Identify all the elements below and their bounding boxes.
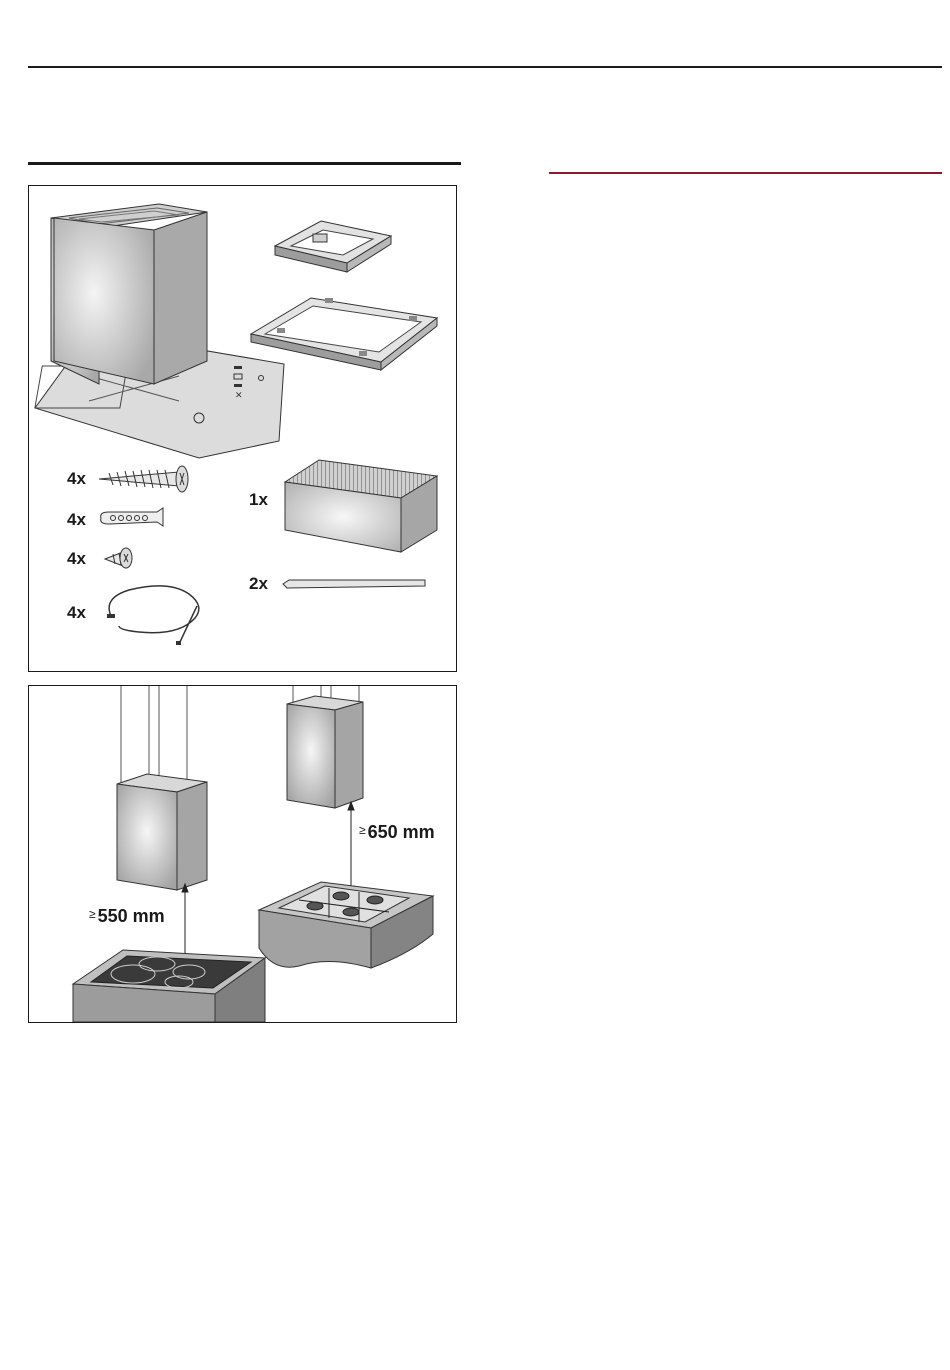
small-mounting-frame <box>275 221 391 272</box>
strips-quantity: 2x <box>249 575 268 592</box>
hood-above-electric-hob <box>117 686 207 890</box>
min-symbol: ≥ <box>89 907 96 921</box>
clearance-illustration <box>29 686 456 1022</box>
grease-filter-quantity: 1x <box>249 491 268 508</box>
small-screw-illustration <box>105 548 132 568</box>
parts-illustration: ✕ <box>29 186 456 671</box>
strip-illustration <box>283 580 425 588</box>
grease-filter-illustration <box>285 460 437 552</box>
cables-quantity: 4x <box>67 604 86 621</box>
hood-above-gas-hob <box>287 686 363 808</box>
section-rule-right <box>549 172 942 174</box>
section-rule-left <box>28 162 461 165</box>
small-screws-quantity: 4x <box>67 550 86 567</box>
clearance-value: 550 mm <box>98 906 165 926</box>
cable-illustration <box>107 586 199 645</box>
parts-figure: ✕ <box>28 185 457 672</box>
svg-text:✕: ✕ <box>235 390 243 400</box>
gas-hob-clearance-label: ≥650 mm <box>359 823 435 841</box>
clearance-value: 650 mm <box>368 822 435 842</box>
chimney-duct-cover <box>51 204 207 384</box>
gas-hob-counter <box>259 882 433 968</box>
clearance-arrow-right <box>348 802 354 894</box>
screw-illustration <box>99 466 188 492</box>
wall-plugs-quantity: 4x <box>67 511 86 528</box>
electric-hob-clearance-label: ≥550 mm <box>89 907 165 925</box>
top-rule <box>28 66 942 68</box>
large-mounting-frame <box>251 298 437 370</box>
screws-quantity: 4x <box>67 470 86 487</box>
clearance-figure: ≥550 mm ≥650 mm <box>28 685 457 1023</box>
electric-hob-counter <box>73 950 265 1022</box>
wall-plug-illustration <box>101 508 163 526</box>
min-symbol: ≥ <box>359 823 366 837</box>
